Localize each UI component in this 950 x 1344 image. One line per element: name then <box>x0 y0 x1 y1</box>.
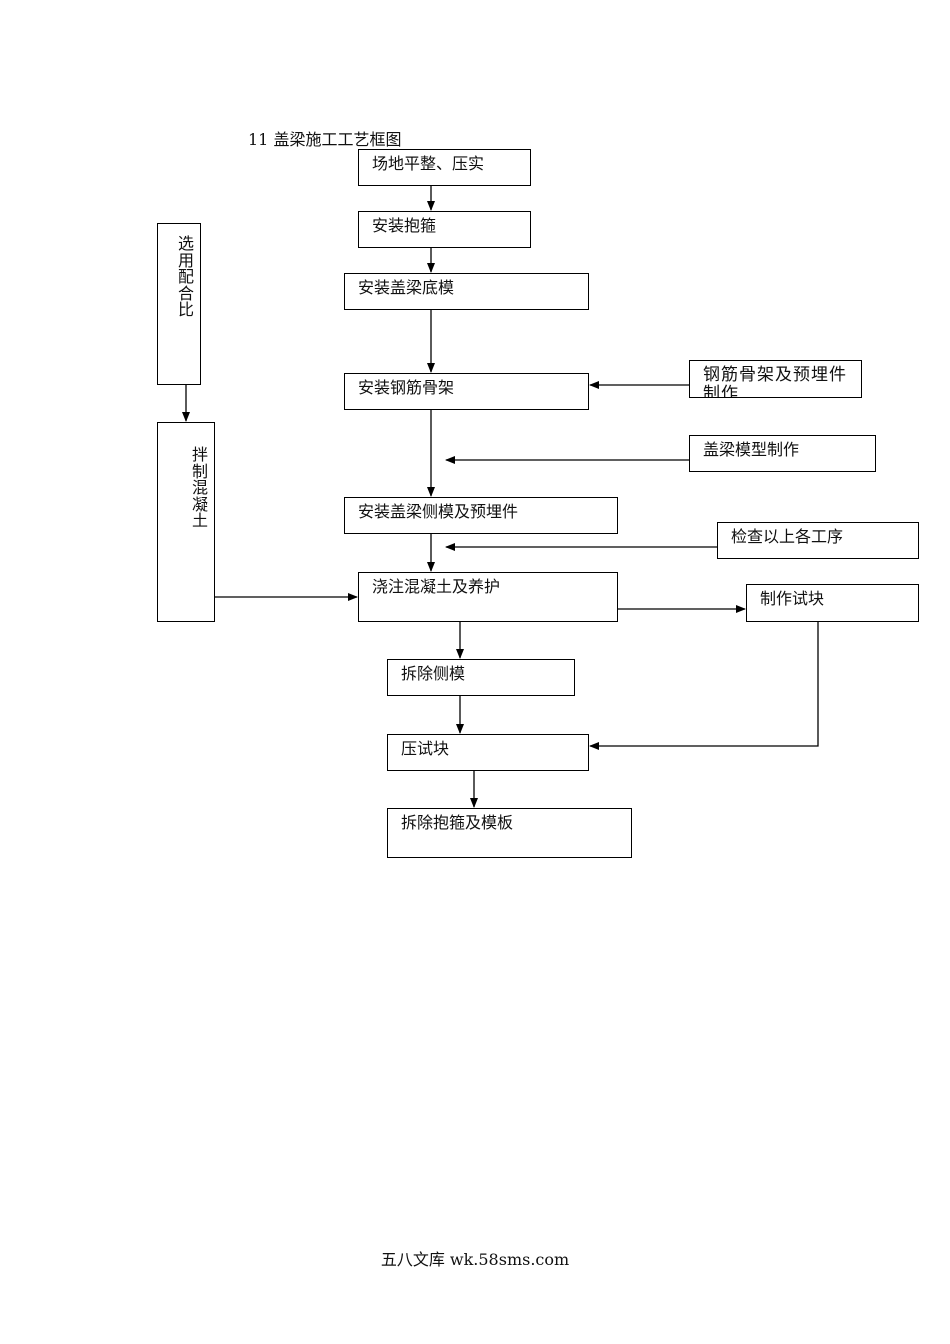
side-label: 检查以上各工序 <box>731 527 844 546</box>
step-label: 安装盖梁侧模及预埋件 <box>358 502 519 521</box>
side-label: 选用配合比 <box>177 234 194 319</box>
side-rebar-fabrication: 钢筋骨架及预埋件制作 <box>689 360 862 398</box>
step-site-leveling: 场地平整、压实 <box>358 149 531 186</box>
step-label: 场地平整、压实 <box>372 154 485 173</box>
side-mix-ratio: 选用配合比 <box>157 223 201 385</box>
side-label: 钢筋骨架及预埋件制作 <box>703 365 847 398</box>
step-label: 拆除抱箍及模板 <box>401 813 514 832</box>
side-inspect-processes: 检查以上各工序 <box>717 522 919 559</box>
arrow-specimen-to-press <box>589 622 819 750</box>
step-install-hoop: 安装抱箍 <box>358 211 531 248</box>
diagram-title: 11 盖梁施工工艺框图 <box>248 130 402 149</box>
footer-watermark: 五八文库 wk.58sms.com <box>380 1250 570 1269</box>
side-label: 盖梁模型制作 <box>703 440 800 459</box>
step-remove-hoop-forms: 拆除抱箍及模板 <box>387 808 632 858</box>
step-label: 安装抱箍 <box>372 216 437 235</box>
side-formwork-fabrication: 盖梁模型制作 <box>689 435 876 472</box>
step-label: 压试块 <box>401 739 450 758</box>
step-remove-side-form: 拆除侧模 <box>387 659 575 696</box>
step-label: 安装盖梁底模 <box>358 278 455 297</box>
side-label: 拌制混凝土 <box>191 445 208 530</box>
side-label: 制作试块 <box>760 589 825 608</box>
step-press-specimen: 压试块 <box>387 734 589 771</box>
step-install-side-form: 安装盖梁侧模及预埋件 <box>344 497 618 534</box>
step-pour-concrete: 浇注混凝土及养护 <box>358 572 618 622</box>
side-make-specimen: 制作试块 <box>746 584 919 622</box>
step-label: 拆除侧模 <box>401 664 466 683</box>
step-install-bottom-form: 安装盖梁底模 <box>344 273 589 310</box>
step-label: 浇注混凝土及养护 <box>372 577 501 596</box>
step-label: 安装钢筋骨架 <box>358 378 455 397</box>
step-install-rebar-cage: 安装钢筋骨架 <box>344 373 589 410</box>
side-mixing-concrete: 拌制混凝土 <box>157 422 215 622</box>
